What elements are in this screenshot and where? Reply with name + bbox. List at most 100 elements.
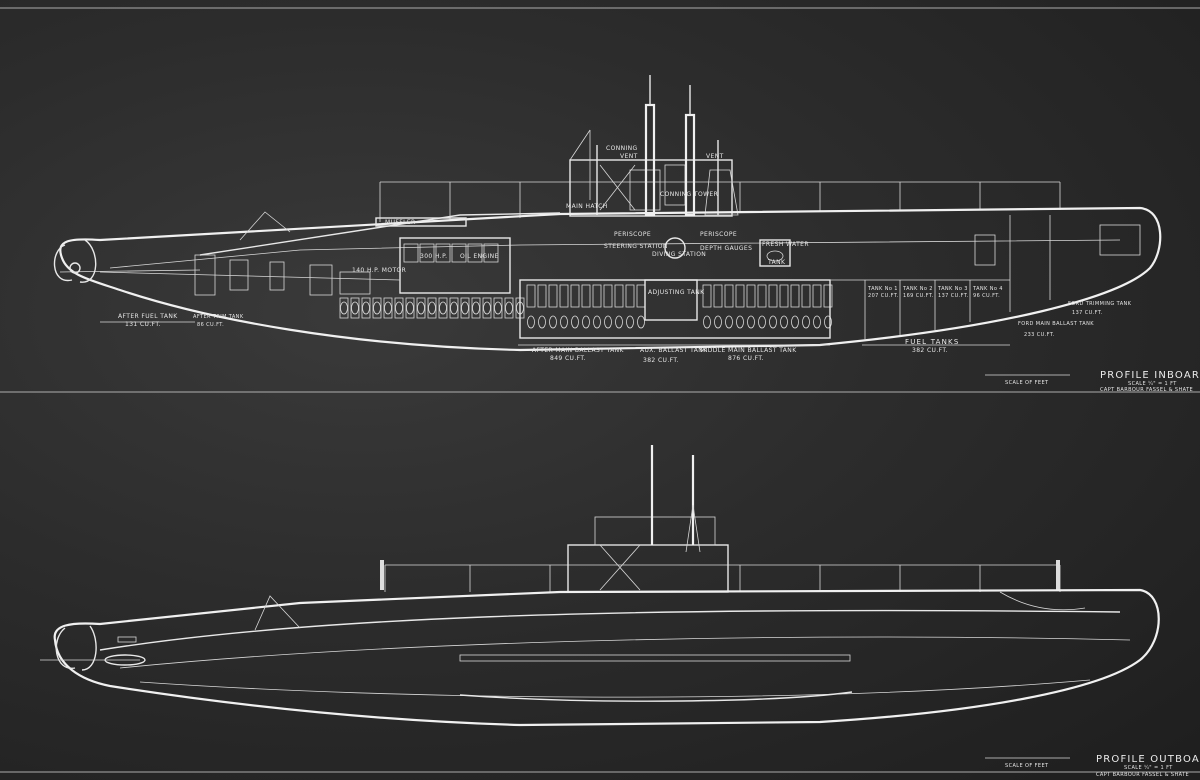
label-adjusting-tank: ADJUSTING TANK [648, 289, 705, 296]
inboard-hull [59, 206, 1162, 352]
outboard-railing [384, 564, 1061, 592]
lightening-hole [780, 315, 788, 329]
tank-name: TANK No 3 [937, 286, 968, 292]
label-vent-2: VENT [706, 153, 724, 160]
lightening-hole [802, 315, 810, 329]
tank-cell [405, 297, 415, 319]
lightening-hole [417, 301, 425, 315]
tank-cell [504, 297, 514, 319]
tank-name: AFTER MAIN BALLAST TANK [532, 347, 625, 354]
lightening-hole [549, 315, 557, 329]
stern-propeller [53, 239, 97, 283]
tank-volume: 233 CU.FT. [1024, 332, 1055, 338]
lightening-hole [406, 301, 414, 315]
tank-volume: 137 CU.FT. [938, 293, 969, 299]
tank-cell [438, 297, 448, 319]
lightening-hole [571, 315, 579, 329]
tank-name: MIDDLE MAIN BALLAST TANK [700, 347, 797, 354]
lightening-hole [714, 315, 722, 329]
tank-volume: 382 CU.FT. [643, 357, 679, 364]
tank-cell [339, 297, 349, 319]
lightening-hole [362, 301, 370, 315]
tank-cell [427, 297, 437, 319]
inboard-title-block: SCALE OF FEET PROFILE INBOARD SCALE ¼" =… [985, 370, 1200, 393]
label-motor: 140 H.P. MOTOR [352, 267, 406, 274]
label-periscope-1: PERISCOPE [614, 231, 651, 238]
tank-name: AFTER TRIM TANK [193, 314, 244, 320]
tank-cell [779, 284, 789, 308]
muffler [375, 217, 467, 227]
inboard-maker: CAPT BARBOUR FASSEL & SHATE [1100, 387, 1193, 393]
fresh-water-tank [759, 239, 791, 267]
label-muffler: MUFFLER [385, 219, 416, 226]
lightening-hole [637, 315, 645, 329]
label-oil-engine: OIL ENGINE [460, 253, 499, 260]
tank-cell [394, 297, 404, 319]
stanchion-aft [380, 560, 384, 590]
tank-cell [823, 284, 833, 308]
scale-of-feet-label: SCALE OF FEET [1005, 763, 1049, 769]
tank-cell [603, 284, 613, 308]
lightening-hole [813, 315, 821, 329]
outboard-title-block: SCALE OF FEET PROFILE OUTBOARD SCALE ¼" … [985, 754, 1200, 778]
lightening-hole [758, 315, 766, 329]
tank-cell [713, 284, 723, 308]
lightening-hole [340, 301, 348, 315]
tank-name: TANK No 4 [972, 286, 1003, 292]
tank-volume: 131 CU.FT. [125, 321, 161, 328]
lightening-hole [626, 315, 634, 329]
tank-cell [537, 284, 547, 308]
stanchion-fwd [1056, 560, 1060, 590]
lightening-hole [505, 301, 513, 315]
tank-cell [724, 284, 734, 308]
lightening-hole [582, 315, 590, 329]
lightening-hole [824, 315, 832, 329]
lightening-hole [703, 315, 711, 329]
outboard-profile: SCALE OF FEET PROFILE OUTBOARD SCALE ¼" … [40, 445, 1200, 778]
diving-wheel [664, 237, 686, 259]
lightening-hole [791, 315, 799, 329]
outboard-stern [40, 625, 146, 671]
scale-of-feet-label: SCALE OF FEET [1005, 380, 1049, 386]
lightening-hole [494, 301, 502, 315]
tank-cell [702, 284, 712, 308]
tank-volume: 382 CU.FT. [912, 347, 948, 354]
tank-name: FORD TRIMMING TANK [1068, 301, 1132, 307]
lightening-hole [615, 315, 623, 329]
tank-cell [449, 297, 459, 319]
tank-volume: 207 CU.FT. [868, 293, 899, 299]
tank-volume: 876 CU.FT. [728, 355, 764, 362]
lightening-hole [395, 301, 403, 315]
lightening-hole [560, 315, 568, 329]
lightening-hole [769, 315, 777, 329]
tank-cell [614, 284, 624, 308]
tank-cell [416, 297, 426, 319]
tank-name: FORD MAIN BALLAST TANK [1018, 321, 1094, 327]
tank-name: TANK No 1 [867, 286, 898, 292]
tank-cell [493, 297, 503, 319]
tank-volume: 96 CU.FT. [973, 293, 1000, 299]
lightening-hole [527, 315, 535, 329]
oil-engine [399, 237, 511, 294]
label-depth-gauges: DEPTH GAUGES [700, 245, 752, 252]
tank-volume: 86 CU.FT. [197, 322, 224, 328]
lightening-hole [538, 315, 546, 329]
exhaust-pipe [199, 212, 561, 256]
motor-and-shafting [99, 254, 401, 296]
tank-cell [460, 297, 470, 319]
label-conning: CONNING [606, 145, 638, 152]
tank-volume: 849 CU.FT. [550, 355, 586, 362]
tank-volume: 169 CU.FT. [903, 293, 934, 299]
lightening-hole [736, 315, 744, 329]
lightening-hole [461, 301, 469, 315]
tank-cell [350, 297, 360, 319]
inboard-labels: MUFFLER 300 H.P. OIL ENGINE 140 H.P. MOT… [100, 145, 1132, 364]
label-main-hatch: MAIN HATCH [566, 203, 608, 210]
side-strake [459, 654, 851, 662]
label-periscope-2: PERISCOPE [700, 231, 737, 238]
forward-tanks [830, 215, 1141, 340]
lightening-hole [450, 301, 458, 315]
outboard-maker: CAPT BARBOUR FASSEL & SHATE [1096, 772, 1189, 778]
tank-cell [592, 284, 602, 308]
